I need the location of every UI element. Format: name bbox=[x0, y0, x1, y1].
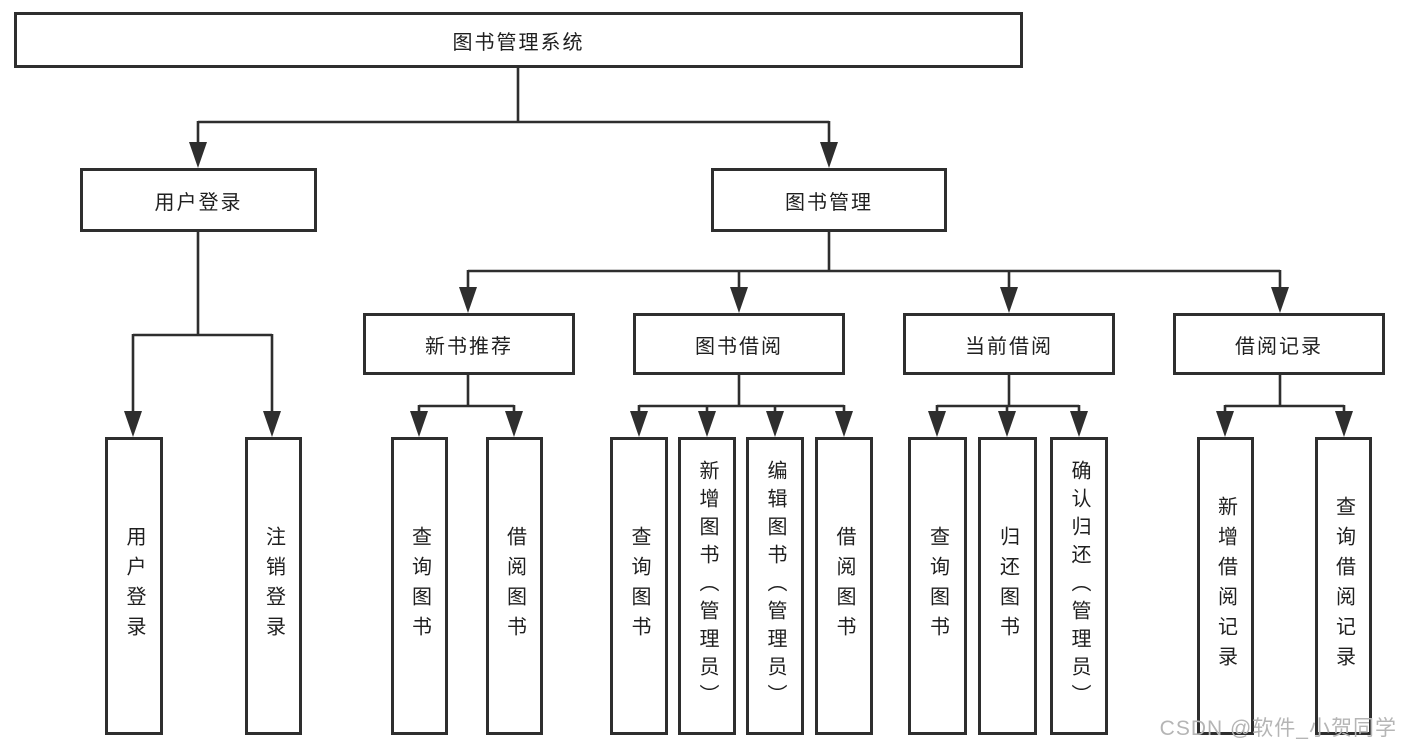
node-confirm-return-admin: 确认归还（管理员） bbox=[1050, 437, 1108, 735]
node-book-management: 图书管理 bbox=[711, 168, 947, 232]
node-book-borrowing: 图书借阅 bbox=[633, 313, 845, 375]
node-query-borrow-record-label: 查询借阅记录 bbox=[1332, 496, 1355, 676]
csdn-watermark: CSDN @软件_小贺同学 bbox=[1159, 717, 1397, 740]
node-add-borrow-record-label: 新增借阅记录 bbox=[1214, 496, 1237, 676]
node-new-book-recommendation: 新书推荐 bbox=[363, 313, 575, 375]
node-return-books: 归还图书 bbox=[978, 437, 1037, 735]
node-return-books-label: 归还图书 bbox=[996, 526, 1019, 646]
node-query-borrow-record: 查询借阅记录 bbox=[1315, 437, 1372, 735]
node-query-books-current-label: 查询图书 bbox=[926, 526, 949, 646]
node-user-login-leaf-label: 用户登录 bbox=[123, 526, 145, 646]
node-query-books-recommend-label: 查询图书 bbox=[408, 526, 431, 646]
node-add-books-admin: 新增图书（管理员） bbox=[678, 437, 736, 735]
node-edit-books-admin-label: 编辑图书（管理员） bbox=[764, 460, 786, 712]
node-user-login: 用户登录 bbox=[80, 168, 317, 232]
node-borrow-books-borrowing-label: 借阅图书 bbox=[833, 526, 855, 646]
node-query-books-borrowing-label: 查询图书 bbox=[628, 526, 650, 646]
node-library-management-system: 图书管理系统 bbox=[14, 12, 1023, 68]
node-logout-label: 注销登录 bbox=[262, 526, 285, 646]
node-add-borrow-record: 新增借阅记录 bbox=[1197, 437, 1254, 735]
node-user-login-leaf: 用户登录 bbox=[105, 437, 163, 735]
node-add-books-admin-label: 新增图书（管理员） bbox=[696, 460, 718, 712]
node-borrowing-records: 借阅记录 bbox=[1173, 313, 1385, 375]
node-logout: 注销登录 bbox=[245, 437, 302, 735]
node-confirm-return-admin-label: 确认归还（管理员） bbox=[1068, 460, 1090, 712]
node-query-books-recommend: 查询图书 bbox=[391, 437, 448, 735]
node-borrow-books-recommend-label: 借阅图书 bbox=[503, 526, 526, 646]
node-borrow-books-borrowing: 借阅图书 bbox=[815, 437, 873, 735]
node-current-borrowing: 当前借阅 bbox=[903, 313, 1115, 375]
node-borrow-books-recommend: 借阅图书 bbox=[486, 437, 543, 735]
node-query-books-borrowing: 查询图书 bbox=[610, 437, 668, 735]
node-query-books-current: 查询图书 bbox=[908, 437, 967, 735]
node-edit-books-admin: 编辑图书（管理员） bbox=[746, 437, 804, 735]
